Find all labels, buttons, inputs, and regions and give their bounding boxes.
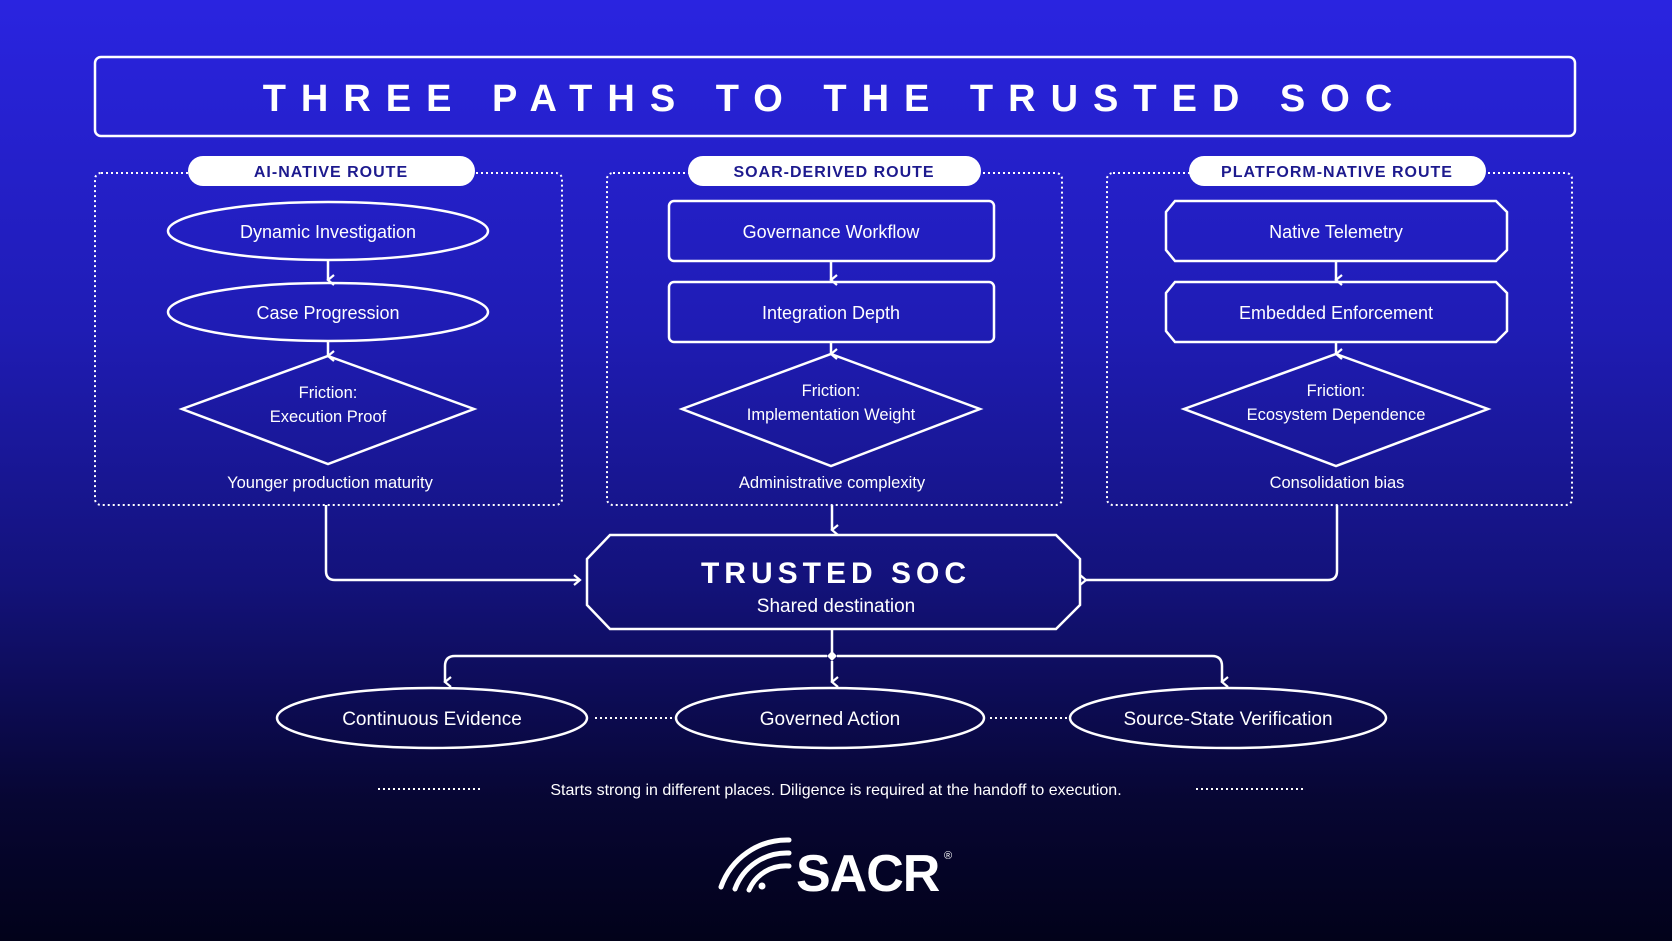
connector-arrow [324,505,582,586]
route-note: Consolidation bias [1270,474,1405,492]
step-label: Embedded Enforcement [1239,303,1433,323]
route-ai-native: AI-NATIVE ROUTE Dynamic Investigation Ca… [94,156,563,506]
footer-note: Starts strong in different places. Dilig… [550,782,1121,799]
junction-node [827,651,837,661]
route-label: AI-NATIVE ROUTE [254,164,408,181]
friction-value: Ecosystem Dependence [1247,406,1426,424]
friction-value: Execution Proof [270,408,387,426]
route-label-pill [188,156,475,186]
connector-arrow [1079,505,1339,586]
route-label: SOAR-DERIVED ROUTE [733,164,934,181]
step-node [1164,280,1509,344]
connector-arrow [837,654,1229,688]
connector-arrow [443,654,827,688]
outcome-node [275,686,589,750]
step-node [1164,199,1509,263]
route-label-pill [1189,156,1486,186]
step-label: Case Progression [256,303,399,323]
route-platform-native: PLATFORM-NATIVE ROUTE Native Telemetry E… [1106,156,1573,506]
route-soar-derived: SOAR-DERIVED ROUTE Governance Workflow I… [606,156,1063,506]
outcome-node [674,686,986,750]
friction-label: Friction: [299,384,358,402]
destination-title: TRUSTED SOC [701,557,971,590]
page-title: THREE PATHS TO THE TRUSTED SOC [263,78,1408,120]
friction-diamond [178,354,478,466]
logo-wordmark: SACR [796,845,940,903]
friction-diamond [678,352,984,468]
registered-mark: ® [944,850,952,862]
step-label: Integration Depth [762,303,900,323]
sacr-logo: SACR ® [718,837,952,903]
destination-subtitle: Shared destination [757,596,915,617]
route-container [94,172,563,506]
route-label-pill [688,156,981,186]
outcome-label: Governed Action [760,709,900,730]
friction-label: Friction: [802,382,861,400]
wifi-signal-icon [718,837,792,893]
friction-value: Implementation Weight [747,406,916,424]
friction-diamond [1180,352,1492,468]
step-label: Native Telemetry [1269,222,1403,242]
outcome-node [1068,686,1388,750]
route-note: Administrative complexity [739,474,926,492]
title-banner [93,55,1577,138]
destination-node [585,533,1082,631]
friction-label: Friction: [1307,382,1366,400]
route-note: Younger production maturity [227,474,434,492]
step-label: Dynamic Investigation [240,222,416,242]
route-label: PLATFORM-NATIVE ROUTE [1221,164,1453,181]
step-label: Governance Workflow [743,222,921,242]
outcome-label: Continuous Evidence [342,709,522,730]
outcome-label: Source-State Verification [1123,709,1332,730]
